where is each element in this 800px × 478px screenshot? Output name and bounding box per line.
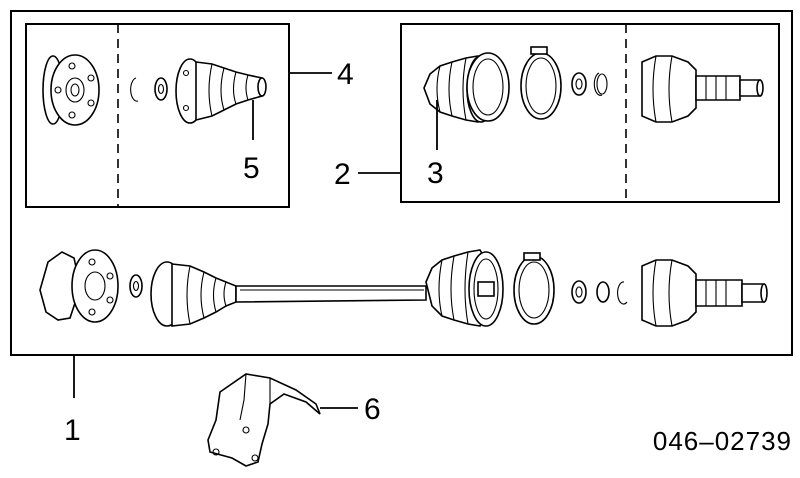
- inner-joint-kit-box: [25, 23, 290, 208]
- axle-inner-boot: [150, 261, 237, 327]
- boot-clamp-large: [466, 52, 510, 122]
- axle-inner-flange: [39, 249, 119, 323]
- washer-outer: [571, 72, 587, 96]
- circlip-small: [130, 77, 139, 102]
- callout-5: 5: [243, 152, 260, 185]
- callout-1: 1: [64, 414, 81, 447]
- axle-outer-boot: [425, 249, 504, 327]
- reference-code: 046–02739: [653, 426, 792, 456]
- axle-outer-cv-joint: [641, 259, 768, 327]
- callout-2: 2: [334, 158, 351, 191]
- callout-4: 4: [337, 58, 354, 91]
- assembly-frame: [10, 10, 793, 356]
- callout-3: 3: [427, 157, 444, 190]
- axle-washer-inner: [129, 274, 143, 298]
- axle-boot-clamp: [513, 252, 555, 325]
- axle-shaft: [235, 285, 427, 303]
- outer-cv-joint: [641, 55, 764, 123]
- circlip-outer: [593, 72, 608, 96]
- heat-shield: [207, 373, 321, 467]
- inner-boot-with-flange: [175, 58, 267, 124]
- outer-joint-kit-box: [400, 23, 780, 203]
- axle-washers-outer: [571, 280, 628, 305]
- boot-clamp-medium: [520, 46, 562, 120]
- callout-6: 6: [364, 393, 381, 426]
- washer-small: [154, 77, 168, 101]
- inner-cv-joint-flange: [42, 54, 100, 126]
